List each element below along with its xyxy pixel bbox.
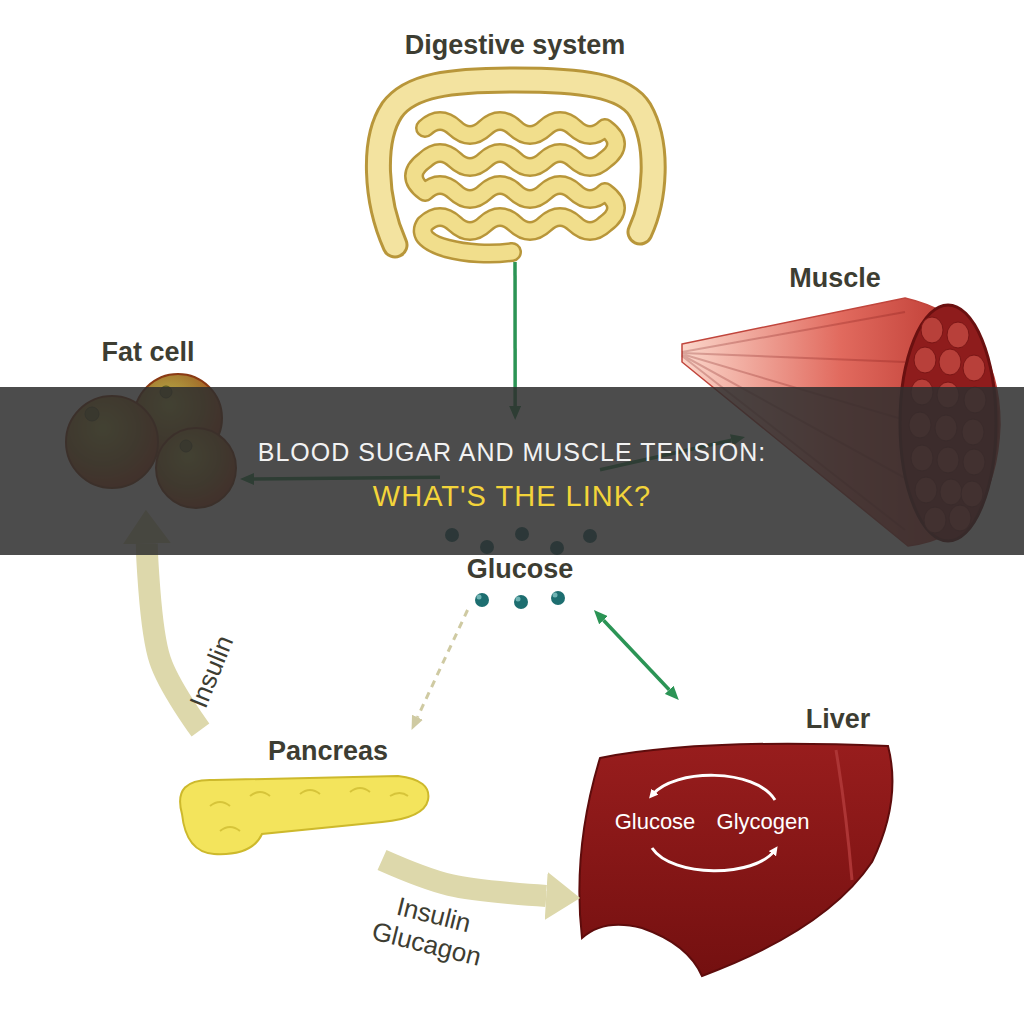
organ-label: Liver bbox=[806, 704, 871, 735]
molecule-highlight bbox=[516, 597, 521, 602]
title-banner: BLOOD SUGAR AND MUSCLE TENSION: WHAT'S TH… bbox=[0, 387, 1024, 555]
small-intestine-outline bbox=[414, 121, 616, 254]
organ-label: Digestive system bbox=[405, 30, 626, 61]
liver-shape bbox=[579, 744, 892, 976]
cycle-arrow bbox=[652, 848, 775, 871]
subtitle-line: WHAT'S THE LINK? bbox=[0, 475, 1024, 517]
label-anchor: Fat cell bbox=[101, 337, 194, 368]
title-line: BLOOD SUGAR AND MUSCLE TENSION: bbox=[0, 435, 1024, 469]
organ-label: Pancreas bbox=[268, 736, 388, 767]
liver-illustration bbox=[579, 744, 892, 976]
pancreas-lobules bbox=[210, 788, 408, 831]
intestine-illustration bbox=[378, 80, 653, 254]
label-anchor: Glucose bbox=[615, 809, 696, 834]
edge-label-anchor: Insulin bbox=[184, 632, 240, 713]
organ-label: Fat cell bbox=[101, 337, 194, 368]
pancreas-region: Pancreas bbox=[170, 730, 435, 860]
glucose-molecule bbox=[551, 591, 565, 605]
molecule-highlight bbox=[477, 595, 482, 600]
label-anchor: Digestive system bbox=[405, 30, 626, 61]
label-anchor: Pancreas bbox=[268, 736, 388, 767]
glucose-molecule bbox=[475, 593, 489, 607]
process-label: Glycogen bbox=[717, 809, 810, 834]
fascicle bbox=[947, 322, 969, 348]
cycle-arrow bbox=[652, 775, 775, 800]
label-anchor: Liver bbox=[806, 704, 871, 735]
fascicle bbox=[921, 317, 943, 343]
molecule-highlight bbox=[553, 593, 558, 598]
hormone-label: Insulin bbox=[184, 632, 240, 713]
fascicle bbox=[914, 347, 936, 373]
digestive-region: Digestive system bbox=[365, 22, 665, 262]
fascicle bbox=[963, 355, 985, 381]
hormone-label: Insulin Glucagon bbox=[369, 888, 491, 973]
glucose-flow-arrow bbox=[604, 620, 670, 690]
liver-region: LiverGlucose Glycogen bbox=[580, 700, 900, 980]
hormone-arrow bbox=[382, 860, 546, 896]
liver-ligament bbox=[836, 750, 852, 880]
edge-label-anchor: Insulin Glucagon bbox=[369, 888, 491, 973]
organ-label: Glucose bbox=[467, 554, 574, 585]
fascicle bbox=[939, 349, 961, 375]
pancreas-illustration bbox=[180, 776, 428, 854]
label-anchor: Glucose bbox=[467, 554, 574, 585]
pancreas-shape bbox=[180, 776, 428, 854]
process-label: Glucose bbox=[615, 809, 696, 834]
glucose-molecule bbox=[514, 595, 528, 609]
label-anchor: Muscle bbox=[789, 263, 881, 294]
glucose-flow-arrow bbox=[513, 262, 517, 406]
signal-arrow bbox=[417, 610, 467, 717]
small-intestine bbox=[414, 121, 616, 254]
organ-label: Muscle bbox=[789, 263, 881, 294]
label-anchor: Glycogen bbox=[717, 809, 810, 834]
